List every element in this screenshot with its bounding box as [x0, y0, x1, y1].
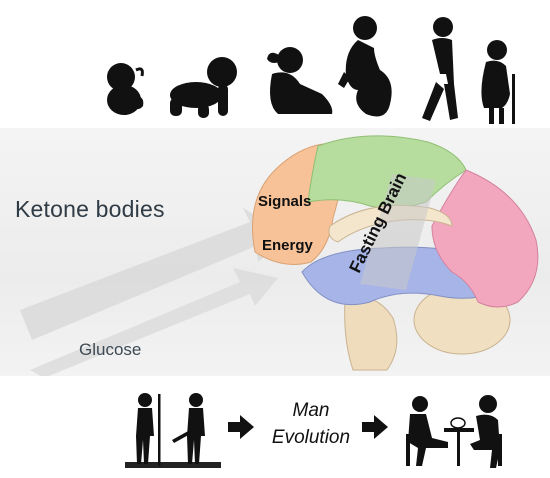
evolution-row — [125, 393, 502, 468]
fetus-icon — [107, 63, 144, 115]
brainstem — [344, 296, 398, 371]
pregnant-woman-icon — [338, 16, 392, 117]
glucose-arrow — [30, 268, 278, 376]
elderly-woman-icon — [481, 40, 515, 124]
evolution-arrow-right — [362, 415, 388, 439]
brain-illustration — [20, 135, 539, 376]
ketone-arrow — [20, 208, 290, 340]
seated-man-right-icon — [470, 395, 502, 468]
central-band — [360, 174, 436, 290]
grass-strip — [125, 462, 221, 468]
evolution-label: Evolution — [271, 427, 351, 448]
evolution-arrow-left — [228, 415, 254, 439]
infant-icon — [170, 57, 237, 118]
man-label: Man — [292, 400, 330, 421]
hunter-left-icon — [136, 393, 161, 466]
child-icon — [267, 47, 333, 114]
table-icon — [444, 417, 474, 466]
adult-man-icon — [422, 17, 458, 121]
seated-man-left-icon — [406, 396, 448, 466]
hunter-right-icon — [172, 393, 205, 464]
occipital-lobe — [431, 169, 539, 308]
signals-label: Signals — [258, 193, 312, 210]
lifespan-row — [107, 16, 515, 124]
ketone-bodies-label: Ketone bodies — [15, 196, 165, 222]
glucose-label: Glucose — [79, 340, 142, 359]
energy-label: Energy — [262, 237, 313, 254]
